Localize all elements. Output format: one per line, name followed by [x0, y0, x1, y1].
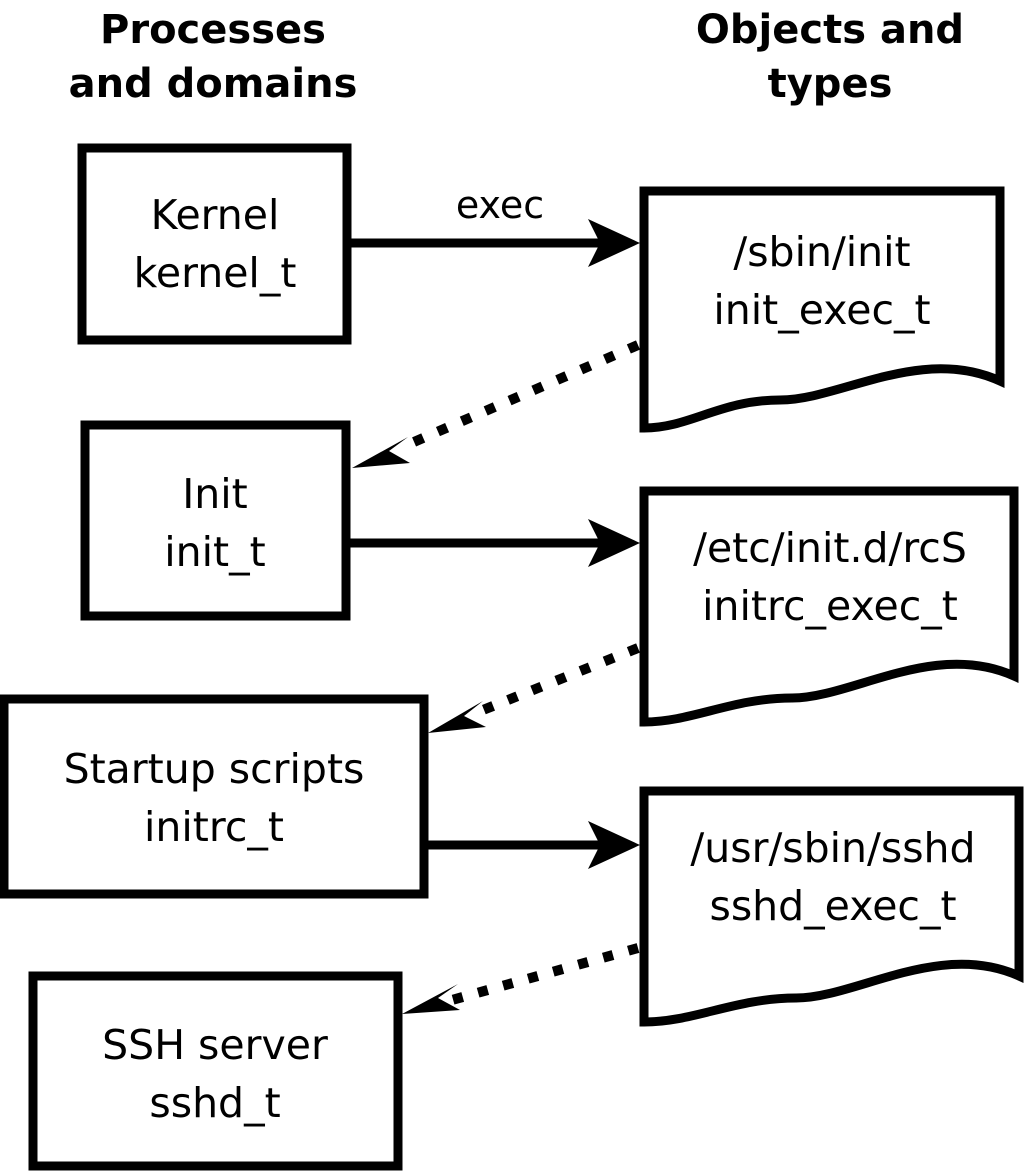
node-kernel-line2: kernel_t — [134, 249, 297, 297]
node-init[interactable]: Init init_t — [80, 420, 351, 621]
node-init-line2: init_t — [164, 528, 265, 576]
edge-init-exec-to-init — [352, 340, 640, 468]
node-startup-scripts-box[interactable] — [0, 694, 429, 899]
edge-label-exec: exec — [456, 183, 544, 227]
node-ssh-server-line1: SSH server — [102, 1021, 328, 1069]
edge-line — [476, 643, 640, 717]
node-ssh-server-line2: sshd_t — [149, 1079, 280, 1127]
node-usr-sbin-sshd-line2: sshd_exec_t — [709, 882, 956, 930]
node-init-box[interactable] — [80, 420, 351, 621]
node-etc-initd-rcs-line1: /etc/init.d/rcS — [693, 524, 967, 572]
node-init-line1: Init — [182, 470, 248, 518]
arrow-head-icon — [588, 821, 640, 869]
node-etc-initd-rcs-line2: initrc_exec_t — [702, 582, 958, 630]
edge-initrc-to-sshd-exec — [428, 821, 640, 869]
column-header-objects-line2: types — [768, 61, 893, 107]
edge-line — [450, 943, 640, 1005]
node-usr-sbin-sshd[interactable]: /usr/sbin/sshd sshd_exec_t — [639, 786, 1024, 1027]
node-ssh-server-box[interactable] — [28, 971, 403, 1171]
edge-initrc-exec-to-initrc — [428, 643, 640, 733]
node-etc-initd-rcs-document-shape[interactable] — [639, 486, 1019, 727]
node-startup-scripts-line1: Startup scripts — [64, 745, 365, 793]
node-etc-initd-rcs[interactable]: /etc/init.d/rcS initrc_exec_t — [639, 486, 1019, 727]
column-header-processes-line1: Processes — [100, 7, 326, 53]
edge-line — [398, 340, 640, 453]
column-header-processes: Processes and domains — [69, 7, 358, 107]
edge-init-to-initrc-exec — [350, 519, 640, 567]
node-startup-scripts-line2: initrc_t — [144, 803, 284, 851]
node-sbin-init-document-shape[interactable] — [639, 186, 1005, 433]
node-ssh-server[interactable]: SSH server sshd_t — [28, 971, 403, 1171]
node-sbin-init-line1: /sbin/init — [733, 228, 910, 276]
column-header-processes-line2: and domains — [69, 61, 358, 107]
edge-sshd-exec-to-sshd — [402, 943, 640, 1014]
node-usr-sbin-sshd-line1: /usr/sbin/sshd — [690, 824, 975, 872]
arrow-head-icon — [588, 519, 640, 567]
edge-kernel-to-init-exec: exec — [351, 183, 640, 267]
node-sbin-init-line2: init_exec_t — [713, 286, 930, 334]
node-kernel-box[interactable] — [77, 143, 352, 345]
column-header-objects: Objects and types — [696, 7, 964, 107]
arrow-head-icon — [588, 219, 640, 267]
node-sbin-init[interactable]: /sbin/init init_exec_t — [639, 186, 1005, 433]
node-usr-sbin-sshd-document-shape[interactable] — [639, 786, 1024, 1027]
arrow-head-icon — [352, 437, 410, 468]
node-kernel-line1: Kernel — [151, 191, 280, 239]
column-header-objects-line1: Objects and — [696, 7, 964, 53]
node-kernel[interactable]: Kernel kernel_t — [77, 143, 352, 345]
arrow-head-icon — [428, 701, 486, 733]
node-startup-scripts[interactable]: Startup scripts initrc_t — [0, 694, 429, 899]
arrow-head-icon — [402, 984, 460, 1014]
